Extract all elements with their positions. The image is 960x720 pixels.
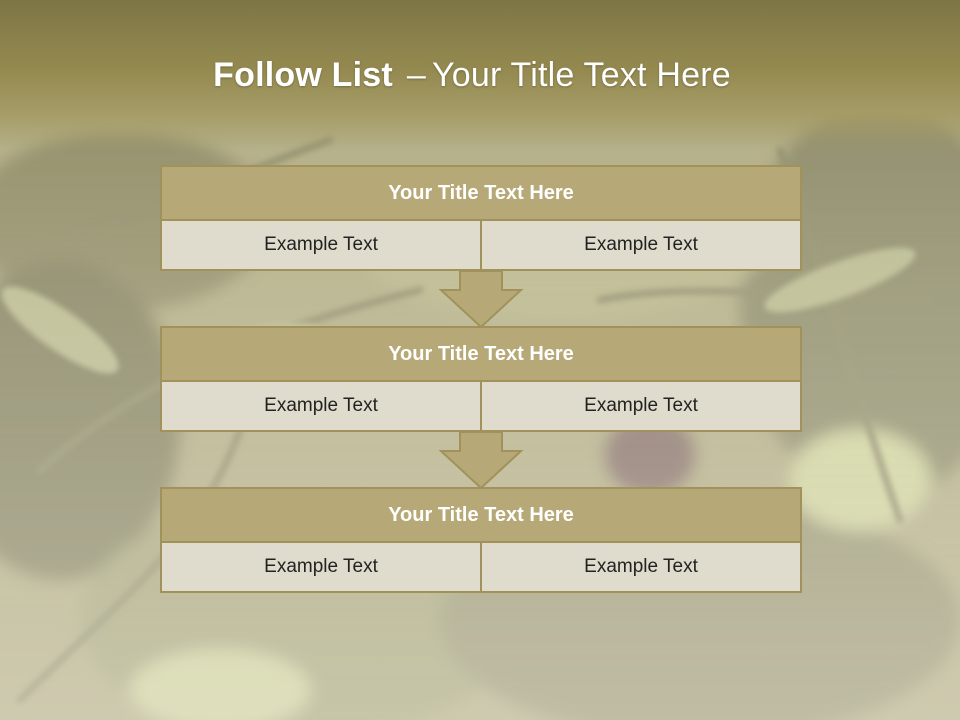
block-title: Your Title Text Here <box>160 165 802 221</box>
block-row: Example Text Example Text <box>160 221 802 271</box>
block-cell-left: Example Text <box>160 221 482 271</box>
block-cell-right: Example Text <box>482 543 802 593</box>
title-rest-part: Your Title Text Here <box>432 56 731 94</box>
block-cell-left: Example Text <box>160 382 482 432</box>
block-cell-right: Example Text <box>482 382 802 432</box>
list-block-1: Your Title Text Here Example Text Exampl… <box>160 165 802 271</box>
block-row: Example Text Example Text <box>160 382 802 432</box>
title-separator: – <box>406 56 427 94</box>
block-title: Your Title Text Here <box>160 487 802 543</box>
block-cell-left: Example Text <box>160 543 482 593</box>
slide-title: Follow List–Your Title Text Here <box>0 56 944 95</box>
block-cell-right: Example Text <box>482 221 802 271</box>
down-arrow-icon <box>438 431 524 489</box>
title-bar <box>0 0 960 150</box>
block-row: Example Text Example Text <box>160 543 802 593</box>
block-title: Your Title Text Here <box>160 326 802 382</box>
list-block-2: Your Title Text Here Example Text Exampl… <box>160 326 802 432</box>
title-bold-part: Follow List <box>213 56 393 94</box>
down-arrow-icon <box>438 270 524 328</box>
list-block-3: Your Title Text Here Example Text Exampl… <box>160 487 802 593</box>
